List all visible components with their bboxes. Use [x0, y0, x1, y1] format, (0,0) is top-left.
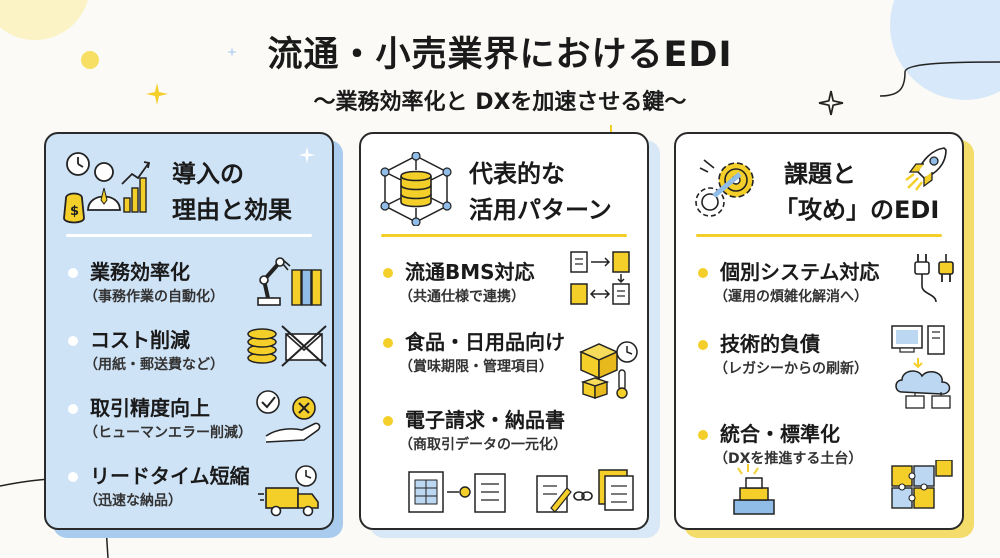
list-item: 統合・標準化 （DXを推進する土台）: [676, 418, 962, 478]
card-title-line1: 導入の: [172, 160, 244, 188]
item-label: 業務効率化: [90, 260, 190, 284]
item-sub: （事務作業の自動化）: [84, 289, 224, 305]
rocket-icon: [905, 147, 947, 191]
item-sub: （用紙・郵送費など）: [84, 357, 224, 373]
item-label: 個別システム対応: [720, 260, 880, 284]
list-item: 流通BMS対応 （共通仕様で連携）: [361, 251, 647, 316]
card-title: 導入の 理由と効果: [172, 156, 292, 228]
svg-text:$: $: [70, 204, 79, 219]
bullet: [383, 268, 393, 278]
card-title-line2: 活用パターン: [469, 196, 612, 224]
sparkle-icon: [226, 46, 238, 58]
card-usage-patterns: 代表的な 活用パターン 流通BMS対応 （共通仕様で連携） 食品・日用品向け （…: [359, 132, 649, 530]
coins-no-mail-icon: [247, 325, 327, 367]
item-label: 技術的負債: [720, 332, 820, 356]
card-title-line1: 代表的な: [469, 160, 565, 188]
document-exchange-icon: [570, 251, 630, 305]
bullet: [698, 340, 708, 350]
bullet: [68, 404, 78, 414]
card-header: 課題と 「攻め」のEDI: [676, 134, 962, 232]
puzzle-blocks-icon: [733, 460, 953, 515]
item-label: リードタイム短縮: [90, 464, 250, 488]
bullet: [68, 472, 78, 482]
invoice-link-icon: [408, 469, 634, 513]
card-divider: [696, 234, 942, 237]
list-item: 取引精度向上 （ヒューマンエラー削減）: [46, 390, 332, 452]
item-label: 統合・標準化: [720, 422, 840, 446]
card-header: 代表的な 活用パターン: [361, 134, 647, 232]
card-challenges: 課題と 「攻め」のEDI 個別システム対応 （運用の煩雑化解消へ） 技術的負債 …: [674, 132, 964, 530]
card-header: $ 導入の 理由と効果: [46, 134, 332, 232]
item-sub: （レガシーからの刷新）: [714, 361, 868, 377]
item-label: 食品・日用品向け: [405, 330, 565, 354]
item-sub: （賞味期限・管理項目）: [399, 359, 553, 375]
page-subtitle: 〜業務効率化と DXを加速させる鍵〜: [313, 90, 687, 115]
businessman-growth-icon: $: [63, 152, 151, 224]
item-sub: （共通仕様で連携）: [399, 289, 525, 305]
card-title: 課題と 「攻め」のEDI: [774, 156, 939, 228]
legacy-to-cloud-icon: [891, 325, 951, 409]
card-title-line2: 「攻め」のEDI: [774, 196, 940, 224]
card-title-line1: 課題と: [784, 160, 856, 188]
sparkle-icon: [818, 90, 844, 116]
page-title: 流通・小売業界におけるEDI: [267, 35, 733, 75]
bullet: [68, 336, 78, 346]
sparkle-icon: [298, 146, 316, 164]
item-sub: （ヒューマンエラー削減）: [84, 425, 252, 441]
box-clock-thermometer-icon: [579, 341, 638, 399]
list-item: 業務効率化 （事務作業の自動化）: [46, 256, 332, 316]
list-item: コスト削減 （用紙・郵送費など）: [46, 324, 332, 384]
card-title: 代表的な 活用パターン: [469, 156, 612, 228]
item-label: 取引精度向上: [90, 396, 210, 420]
sparkle-icon: [146, 83, 168, 105]
list-item: 電子請求・納品書 （商取引データの一元化）: [361, 404, 647, 464]
item-label: 電子請求・納品書: [405, 408, 565, 432]
bullet: [698, 268, 708, 278]
item-label: コスト削減: [90, 328, 190, 352]
card-reasons-effects: $ 導入の 理由と効果 業務効率化 （事務作業の自動化） コスト削減 （用紙・郵…: [44, 132, 334, 530]
item-sub: （DXを推進する土台）: [714, 451, 863, 467]
delivery-truck-clock-icon: [258, 465, 319, 517]
card-divider: [381, 234, 627, 237]
bullet: [698, 430, 708, 440]
bullet: [383, 338, 393, 348]
list-item: リードタイム短縮 （迅速な納品）: [46, 460, 332, 520]
list-item: 技術的負債 （レガシーからの刷新）: [676, 328, 962, 388]
item-sub: （運用の煩雑化解消へ）: [714, 289, 868, 305]
bullet: [383, 416, 393, 426]
database-network-icon: [380, 152, 452, 226]
plug-icon: [914, 254, 954, 303]
bullet: [68, 268, 78, 278]
robot-arm-icon: [257, 257, 322, 306]
card-divider: [66, 234, 312, 237]
card-title-line2: 理由と効果: [172, 196, 292, 224]
item-sub: （商取引データの一元化）: [399, 437, 567, 453]
item-sub: （迅速な納品）: [84, 493, 182, 509]
item-label: 流通BMS対応: [405, 260, 535, 284]
check-cross-hand-icon: [256, 390, 321, 443]
list-item: 食品・日用品向け （賞味期限・管理項目）: [361, 326, 647, 399]
list-item: 個別システム対応 （運用の煩雑化解消へ）: [676, 254, 962, 316]
gear-rocket-icon: [695, 159, 754, 217]
